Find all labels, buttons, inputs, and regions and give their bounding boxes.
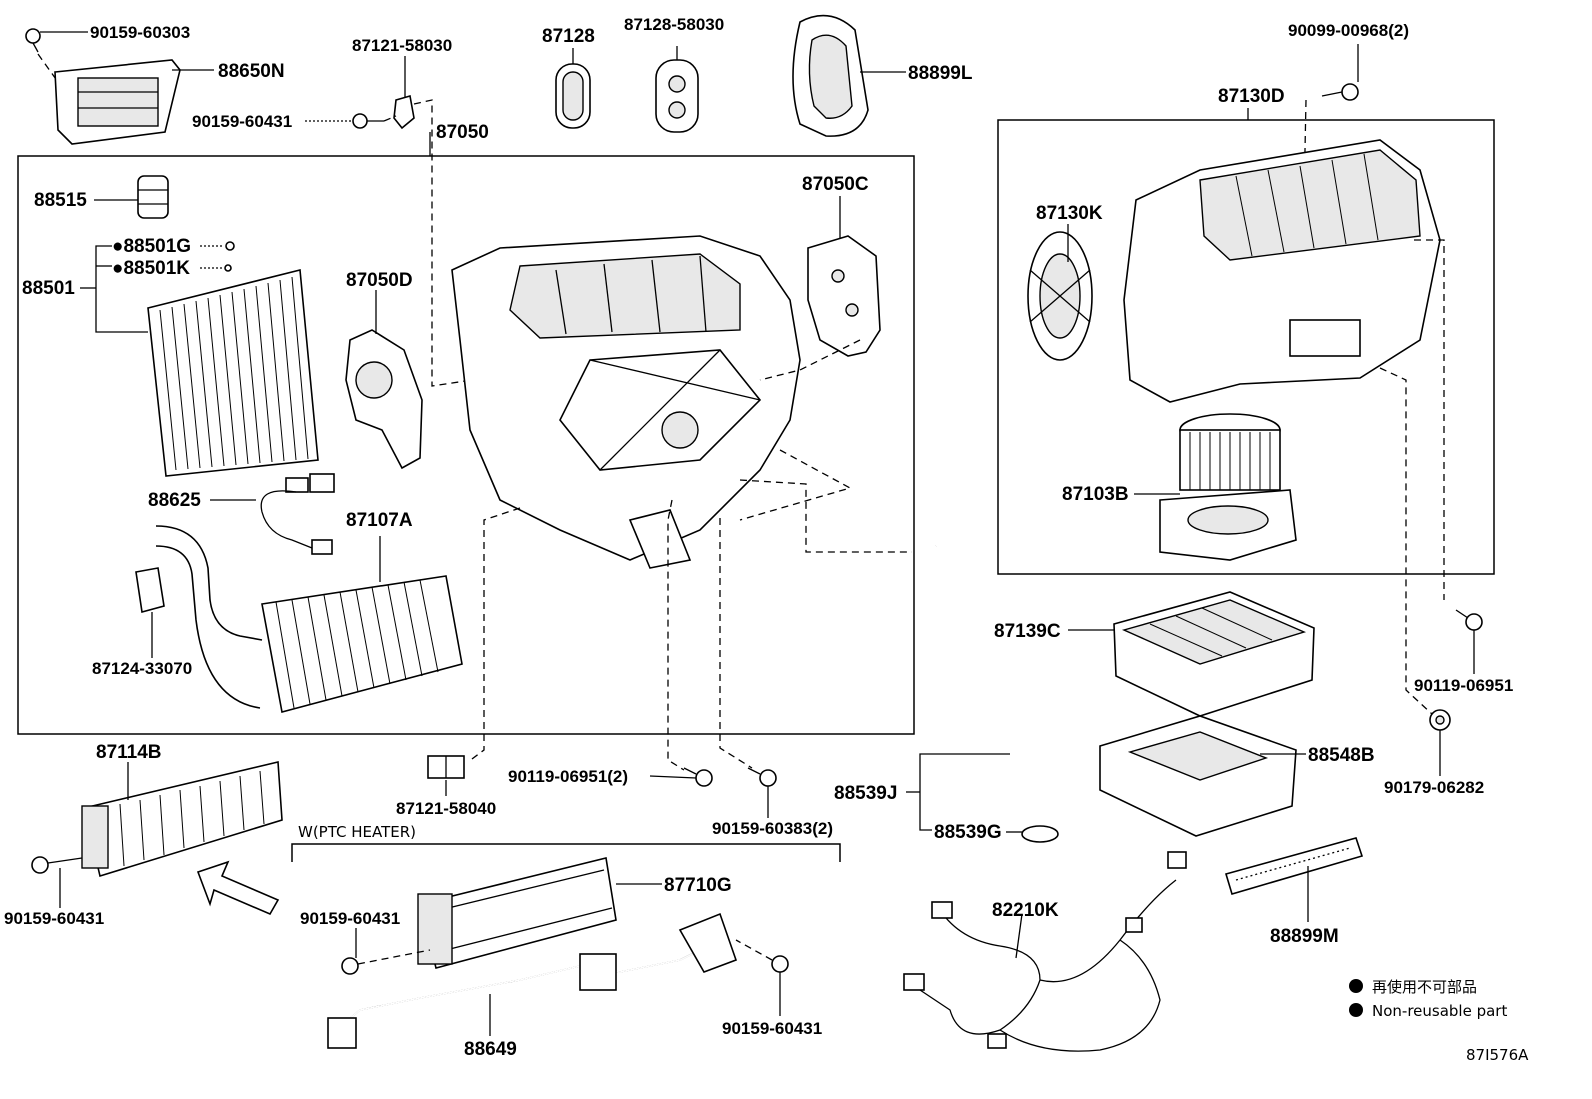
blower-unit-frame (997, 119, 1495, 575)
nut-icon (1429, 709, 1451, 731)
blower-case-87130D (1123, 139, 1441, 403)
arrow-icon (196, 860, 280, 916)
heater-core-87107A (155, 525, 463, 713)
part-label: 90159-60431 (192, 112, 292, 131)
pad-87128-58030 (655, 59, 699, 133)
part-label: 88548B (1308, 745, 1375, 766)
screw-icon (31, 856, 83, 874)
part-label: 88539G (934, 822, 1002, 843)
screw-icon (25, 28, 41, 53)
part-label: 87107A (346, 510, 413, 531)
part-label: 90179-06282 (1384, 778, 1484, 797)
part-label: 87128-58030 (624, 15, 724, 34)
filter-cover-88548B (1099, 715, 1297, 837)
part-label: 90119-06951(2) (508, 767, 628, 786)
part-label: 87121-58030 (352, 36, 452, 55)
diagram-id: 87I576A (1466, 1046, 1529, 1064)
part-label: 87130D (1218, 86, 1285, 107)
part-label: 87710G (664, 875, 732, 896)
legend-bullet-icon (1349, 1003, 1363, 1017)
group-label: W(PTC HEATER) (298, 823, 416, 841)
part-label: 87050 (436, 122, 489, 143)
screw-icon (352, 113, 384, 129)
part-label: 90159-60431 (722, 1019, 822, 1038)
ptc-heater-87114B (81, 761, 283, 878)
clip-87121-58040 (427, 755, 465, 779)
part-label: 90159-60431 (300, 909, 400, 928)
part-label: 90159-60303 (90, 23, 190, 42)
blower-motor-87103B (1159, 413, 1297, 561)
screw-icon (735, 939, 789, 973)
part-label: 88539J (834, 783, 897, 804)
drain-hose-88539J (934, 540, 1049, 831)
evaporator-88501 (147, 268, 319, 477)
ptc-heater-bracket (291, 843, 841, 862)
wire-harness-88649 (327, 912, 738, 1049)
servo-motor-87050D (345, 329, 423, 470)
part-label: 87124-33070 (92, 659, 192, 678)
part-label: 90119-06951 (1414, 676, 1513, 695)
part-label: 90159-60383(2) (712, 819, 833, 838)
part-label: 90159-60431 (4, 909, 104, 928)
ptc-heater-87710G (417, 857, 617, 969)
seal-strip-88899M (1224, 837, 1364, 895)
part-label: ●88501K (112, 258, 190, 279)
hvac-case-87050 (451, 235, 801, 569)
legend-text-en: Non-reusable part (1372, 1002, 1507, 1020)
actuator-87050C (807, 235, 881, 357)
part-label: 88625 (148, 490, 201, 511)
part-label: 88899L (908, 63, 973, 84)
blower-shroud-87130K (1027, 231, 1093, 361)
part-label: 88899M (1270, 926, 1339, 947)
grommet-88539G (1021, 825, 1059, 843)
grommet-87128 (555, 63, 591, 129)
part-label: 88501 (22, 278, 75, 299)
part-label: ●88501G (112, 236, 191, 257)
main-unit-frame (17, 155, 915, 735)
seal-88899L (792, 14, 869, 137)
bolt-icon (747, 767, 777, 787)
part-label: 87114B (96, 742, 162, 763)
part-label: 88515 (34, 190, 87, 211)
part-label: 87050C (802, 174, 869, 195)
part-label: 82210K (992, 900, 1059, 921)
legend-text-ja: 再使用不可部品 (1372, 978, 1477, 996)
part-label: 87050D (346, 270, 413, 291)
ecu-module-88650N (54, 59, 181, 145)
bracket-87124-33070 (135, 567, 165, 614)
screw-icon (341, 949, 431, 975)
screw-icon (1321, 83, 1359, 101)
cabin-filter-87139C (1113, 591, 1315, 717)
part-label: 90099-00968(2) (1288, 21, 1409, 40)
legend-bullet-icon (1349, 979, 1363, 993)
clip-87121-58030 (393, 94, 415, 130)
part-label: 87130K (1036, 203, 1103, 224)
sensor-88625 (260, 473, 335, 555)
part-label: 88650N (218, 61, 285, 82)
screw-icon (1455, 609, 1483, 631)
wire-harness-82210K (903, 851, 1187, 1052)
valve-88515 (137, 175, 169, 219)
part-label: 87139C (994, 621, 1061, 642)
part-label: 87103B (1062, 484, 1129, 505)
part-label: 87121-58040 (396, 799, 496, 818)
bolt-icon (683, 767, 713, 787)
part-label: 88649 (464, 1039, 517, 1060)
part-label: 87128 (542, 26, 595, 47)
